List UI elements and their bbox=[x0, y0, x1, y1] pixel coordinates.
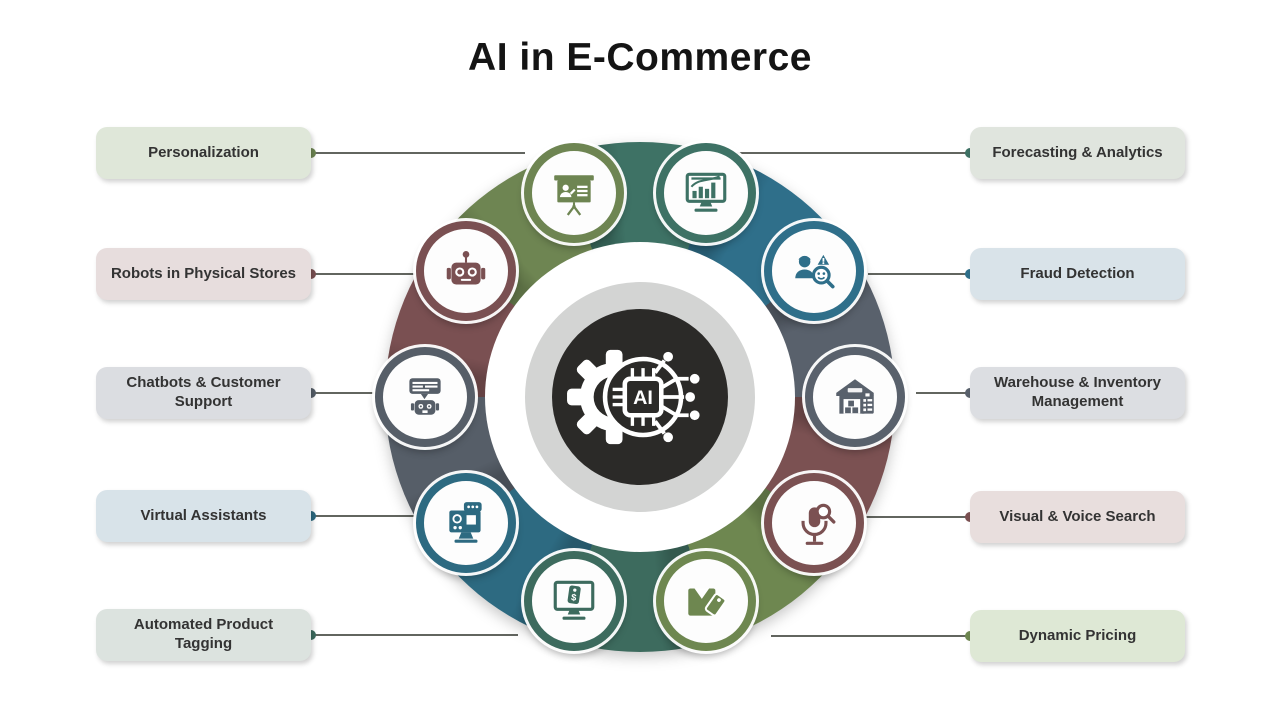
label-chatbots-customer-support: Chatbots & Customer Support bbox=[96, 367, 311, 419]
label-fraud-detection: Fraud Detection bbox=[970, 248, 1185, 300]
label-text: Dynamic Pricing bbox=[1018, 626, 1137, 644]
center-dark-circle: AI bbox=[552, 309, 728, 485]
connector-robots bbox=[306, 269, 415, 279]
node-robots-in-physical-stores bbox=[416, 221, 516, 321]
label-text: Chatbots & Customer Support bbox=[126, 374, 281, 410]
label-text: Automated Product Tagging bbox=[133, 616, 274, 652]
connector-forecasting-analytics bbox=[737, 148, 975, 158]
connector-chatbots bbox=[306, 388, 374, 398]
connector-dot bbox=[306, 269, 316, 279]
node-chatbots-customer-support bbox=[375, 347, 475, 447]
price-tag-bag-icon bbox=[688, 588, 727, 617]
assistant-monitor-icon bbox=[449, 502, 482, 543]
connector-dot bbox=[306, 388, 316, 398]
label-text: Robots in Physical Stores bbox=[110, 264, 297, 282]
node-personalization bbox=[524, 143, 624, 243]
node-forecasting-analytics bbox=[656, 143, 756, 243]
connector-visual-voice-search bbox=[866, 512, 975, 522]
node-warehouse-inventory-management bbox=[805, 347, 905, 447]
label-warehouse-inventory-management: Warehouse & Inventory Management bbox=[970, 367, 1185, 419]
connector-dot bbox=[306, 511, 316, 521]
connector-dot bbox=[306, 148, 316, 158]
connector-dynamic-pricing bbox=[771, 631, 975, 641]
node-virtual-assistants bbox=[416, 473, 516, 573]
label-text: Virtual Assistants bbox=[140, 506, 267, 524]
connector-automated-product-tagging bbox=[306, 630, 518, 640]
node-visual-voice-search bbox=[764, 473, 864, 573]
chatbot-support-icon bbox=[409, 378, 441, 415]
node-automated-product-tagging: $ bbox=[524, 551, 624, 651]
analytics-monitor-icon bbox=[685, 172, 727, 212]
presentation-audience-icon bbox=[554, 175, 594, 216]
label-text: Personalization bbox=[148, 143, 259, 161]
connector-warehouse-inventory bbox=[916, 388, 975, 398]
fraud-detection-icon bbox=[795, 254, 835, 289]
svg-text:AI: AI bbox=[633, 387, 653, 409]
node-fraud-detection bbox=[764, 221, 864, 321]
warehouse-icon bbox=[836, 379, 874, 414]
connector-personalization bbox=[306, 148, 525, 158]
page-title: AI in E-Commerce bbox=[468, 36, 812, 79]
label-text: Forecasting & Analytics bbox=[992, 143, 1163, 161]
connector-dot bbox=[306, 630, 316, 640]
tagging-monitor-icon: $ bbox=[553, 580, 595, 620]
label-virtual-assistants: Virtual Assistants bbox=[96, 490, 311, 542]
label-visual-voice-search: Visual & Voice Search bbox=[970, 491, 1185, 543]
node-dynamic-pricing bbox=[656, 551, 756, 651]
label-dynamic-pricing: Dynamic Pricing bbox=[970, 610, 1185, 662]
connector-virtual-assistants bbox=[306, 511, 415, 521]
label-text: Visual & Voice Search bbox=[999, 507, 1156, 525]
label-robots-in-physical-stores: Robots in Physical Stores bbox=[96, 248, 311, 300]
label-forecasting-analytics: Forecasting & Analytics bbox=[970, 127, 1185, 179]
voice-search-icon bbox=[801, 503, 836, 545]
label-text: Warehouse & Inventory Management bbox=[994, 374, 1161, 410]
center-emblem: AI bbox=[525, 282, 755, 512]
robot-head-icon bbox=[446, 251, 486, 285]
label-automated-product-tagging: Automated Product Tagging bbox=[96, 609, 311, 661]
ai-chip-gear-icon: AI bbox=[567, 349, 700, 445]
label-personalization: Personalization bbox=[96, 127, 311, 179]
connector-fraud-detection bbox=[868, 269, 975, 279]
label-text: Fraud Detection bbox=[1020, 264, 1135, 282]
svg-text:$: $ bbox=[570, 592, 577, 603]
